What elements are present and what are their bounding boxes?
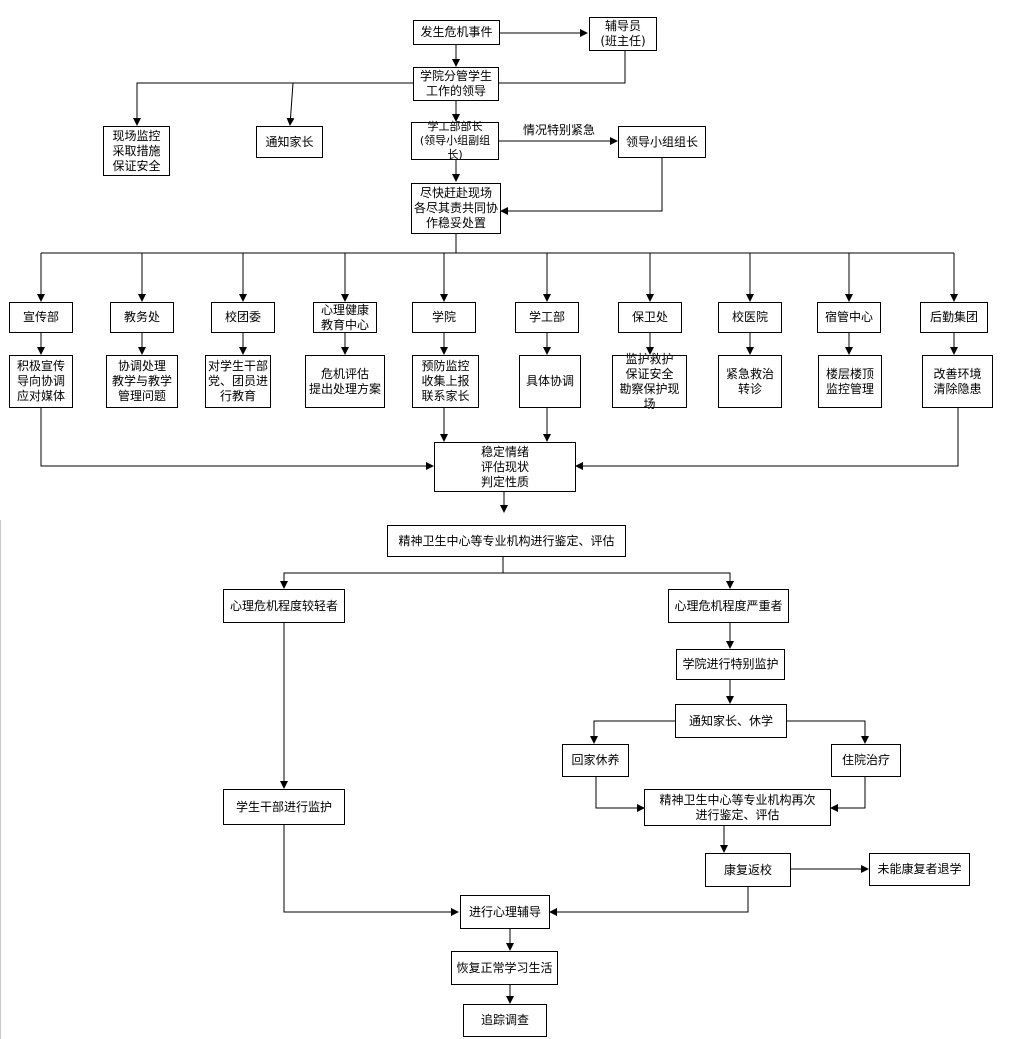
node-group-leader: 领导小组组长	[618, 126, 706, 158]
node-rush-scene: 尽快赶赴现场 各尽其责共同协 作稳妥处置	[411, 183, 501, 234]
node-start: 发生危机事件	[413, 20, 500, 45]
node-task-dorm: 楼层楼顶 监控管理	[818, 355, 882, 408]
connector	[500, 158, 663, 215]
node-task-publicity: 积极宣传 导向协调 应对媒体	[9, 355, 73, 408]
node-task-youth: 对学生干部 党、团员进 行教育	[205, 355, 271, 408]
node-task-security: 监护救护 保证安全 勘察保护现场	[612, 352, 687, 411]
node-home-rest: 回家休养	[562, 744, 629, 777]
connector	[40, 408, 434, 470]
node-dept-hospital: 校医院	[718, 302, 782, 333]
node-stabilize: 稳定情绪 评估现状 判定性质	[434, 442, 576, 492]
node-dept-academic: 教务处	[110, 302, 174, 333]
connector	[595, 777, 645, 812]
connector	[280, 557, 504, 589]
node-reassess: 精神卫生中心等专业机构再次 进行鉴定、评估	[644, 789, 831, 826]
connector	[286, 82, 295, 126]
node-task-student: 具体协调	[519, 355, 581, 408]
left-edge-line	[0, 520, 1, 1039]
node-dept-security: 保卫处	[618, 302, 682, 333]
connector	[283, 825, 459, 916]
node-dept-mental: 心理健康 教育中心	[313, 302, 377, 333]
connector	[503, 572, 734, 589]
node-task-logistics: 改善环境 清除隐患	[922, 355, 993, 408]
node-dept-youth: 校团委	[211, 302, 275, 333]
connector	[133, 82, 413, 126]
node-college-leader: 学院分管学生 工作的领导	[413, 67, 499, 101]
connector	[590, 720, 675, 744]
node-hospital-stay: 住院治疗	[831, 744, 901, 777]
connector	[549, 887, 749, 916]
node-dept-logistics: 后勤集团	[920, 302, 988, 333]
connector	[830, 777, 866, 812]
node-special-monitor: 学院进行特别监护	[676, 649, 785, 680]
node-follow-up: 追踪调查	[463, 1004, 547, 1037]
node-task-academic: 协调处理 教学与教学 管理问题	[106, 355, 178, 408]
node-notify-parents: 通知家长	[256, 126, 323, 158]
node-resume: 恢复正常学习生活	[451, 951, 558, 985]
node-dept-dorm: 宿管中心	[817, 302, 881, 333]
node-task-hospital: 紧急救治 转诊	[718, 355, 782, 408]
node-task-college: 预防监控 收集上报 联系家长	[412, 355, 479, 408]
node-severe: 心理危机程度严重者	[668, 589, 789, 623]
node-counselor: 辅导员 (班主任)	[589, 17, 657, 51]
node-dept-student: 学工部	[515, 302, 579, 333]
node-withdraw: 未能康复者退学	[869, 853, 970, 886]
connector	[787, 720, 869, 744]
node-notify-leave: 通知家长、休学	[675, 704, 787, 738]
node-cadre-monitor: 学生干部进行监护	[223, 789, 345, 825]
node-minister: 学工部部长 (领导小组副组长)	[411, 120, 499, 161]
label-urgent: 情况特别紧急	[523, 123, 596, 137]
node-assess: 精神卫生中心等专业机构进行鉴定、评估	[387, 525, 626, 557]
node-task-mental: 危机评估 提出处理方案	[305, 355, 385, 408]
connector	[575, 408, 959, 470]
node-dept-publicity: 宣传部	[9, 302, 73, 333]
node-onsite-monitor: 现场监控 采取措施 保证安全	[103, 126, 170, 176]
connector	[499, 51, 626, 84]
node-counseling: 进行心理辅导	[460, 895, 550, 929]
node-recover-return: 康复返校	[705, 853, 791, 887]
node-mild: 心理危机程度较轻者	[223, 589, 345, 623]
node-dept-college: 学院	[412, 302, 476, 333]
